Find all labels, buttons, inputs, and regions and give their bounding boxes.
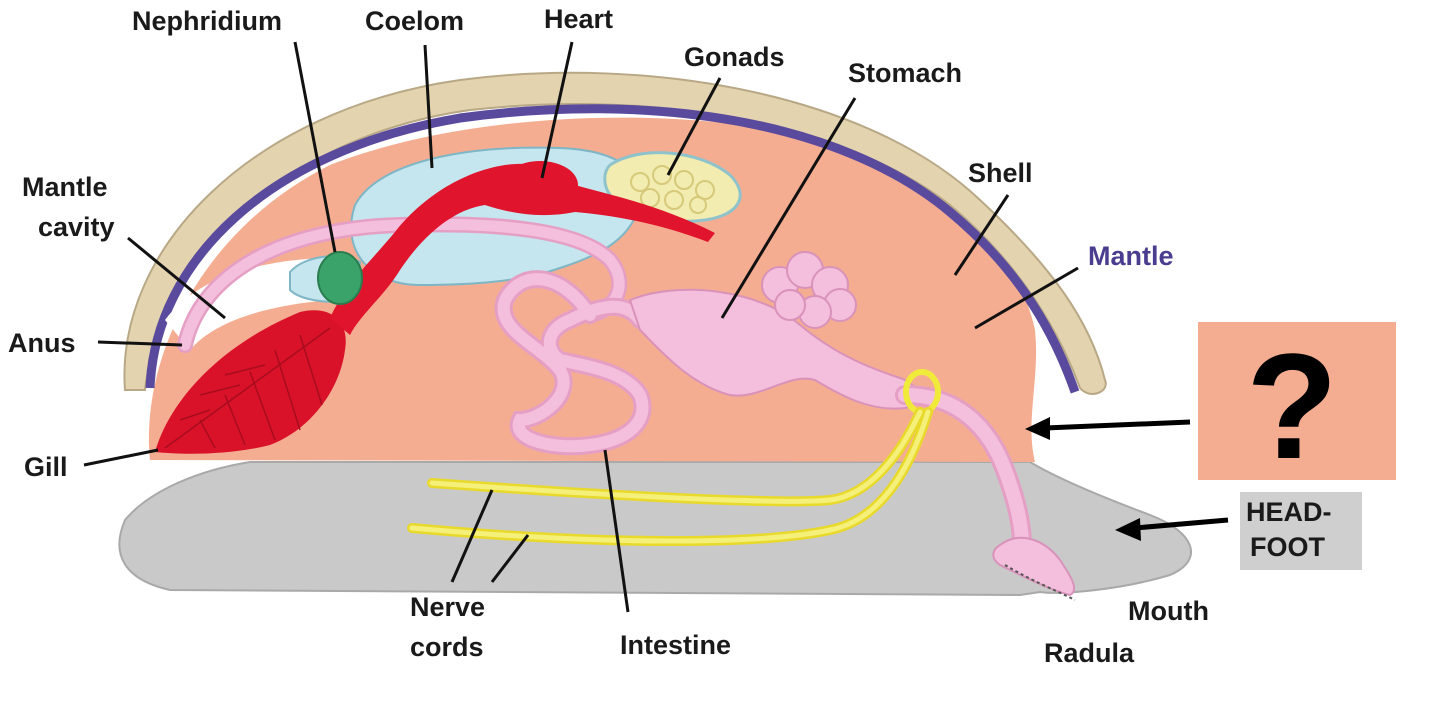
gonad-texture	[630, 165, 715, 214]
rectum-inner	[179, 218, 625, 351]
stomach-label: Stomach	[848, 58, 962, 88]
heart-ventricle	[502, 161, 578, 209]
nerve-cords-label-line1: Nerve	[410, 592, 485, 622]
gill	[155, 310, 346, 454]
head-foot-label-line2: FOOT	[1250, 532, 1325, 562]
arrow-to-question[interactable]	[1025, 417, 1191, 440]
nephridium	[317, 251, 363, 305]
mouth-label: Mouth	[1128, 596, 1209, 626]
mantle-label: Mantle	[1088, 241, 1174, 271]
question-box[interactable]	[1198, 322, 1396, 480]
anus-label: Anus	[8, 328, 76, 358]
gonads-label: Gonads	[684, 42, 785, 72]
heart	[330, 163, 715, 335]
gill-label: Gill	[24, 452, 68, 482]
mantle-cavity	[165, 258, 330, 350]
radula-label: Radula	[1044, 638, 1135, 668]
digestive-gland	[761, 251, 857, 329]
intestine-label: Intestine	[620, 630, 731, 660]
head-foot-shape	[118, 461, 1192, 597]
mantle-cavity-label-line1: Mantle	[22, 172, 108, 202]
mantle-cavity-label-line2: cavity	[38, 212, 115, 242]
nerve-cord-upper-inner	[429, 409, 923, 504]
radula	[1004, 564, 1076, 601]
nerve-cord-lower-inner	[409, 409, 931, 544]
question-mark: ?	[1246, 322, 1338, 490]
nerve-cords-label-line2: cords	[410, 632, 484, 662]
intestine	[494, 270, 652, 456]
shell-label: Shell	[968, 158, 1033, 188]
nephridium-label: Nephridium	[132, 6, 282, 36]
head-foot-box	[1240, 492, 1362, 570]
coelom-label: Coelom	[365, 6, 464, 36]
oesophagus-inner	[898, 388, 1029, 567]
head-foot-label-line1: HEAD-	[1246, 497, 1332, 527]
mantle	[145, 104, 1080, 394]
buccal-mass	[992, 536, 1076, 597]
heart-label: Heart	[544, 4, 613, 34]
arrow-to-head-foot[interactable]	[1115, 517, 1229, 541]
leader-lines	[83, 41, 1079, 613]
gill-lamellae	[164, 327, 331, 449]
